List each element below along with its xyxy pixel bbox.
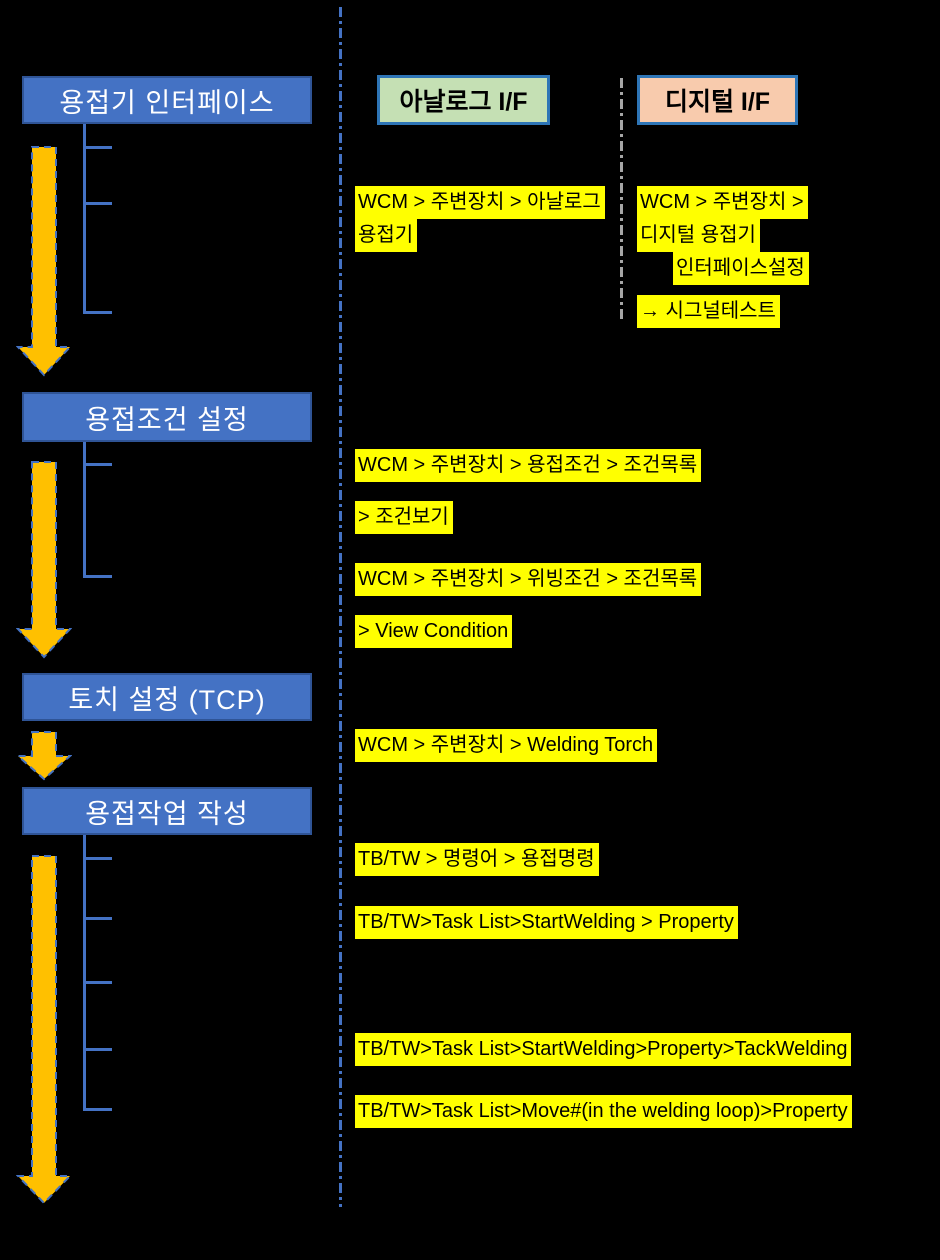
flow-arrow-down-icon [16,855,72,1205]
menu-path-start-welding-property: TB/TW>Task List>StartWelding > Property [355,906,738,939]
menu-path-welding-torch: WCM > 주변장치 > Welding Torch [355,729,658,762]
menu-path-line: TB/TW>Task List>Move#(in the welding loo… [355,1095,852,1128]
bracket-tick [83,463,112,466]
section-box-welding-condition: 용접조건 설정 [22,392,312,442]
bracket-tick [83,146,112,149]
menu-path-line: WCM > 주변장치 > 용접조건 > 조건목록 [355,449,702,482]
bracket-tick [83,311,112,314]
menu-path-line: TB/TW>Task List>StartWelding>Property>Ta… [355,1033,852,1066]
section-title: 용접작업 작성 [85,798,249,829]
column-header-label: 디지털 I/F [664,88,771,116]
menu-path-line: TB/TW > 명령어 > 용접명령 [355,843,599,876]
menu-path-line: > 조건보기 [355,501,453,534]
menu-path-weaving-condition-view: > View Condition [355,615,513,648]
flow-arrow-down-icon [16,461,72,659]
analog-digital-divider-line [620,78,623,322]
section-box-welder-interface: 용접기 인터페이스 [22,76,312,124]
section-box-welding-job: 용접작업 작성 [22,787,312,835]
bracket-tick [83,1108,112,1111]
menu-path-move-property: TB/TW>Task List>Move#(in the welding loo… [355,1095,852,1128]
menu-path-analog-interface: WCM > 주변장치 > 아날로그 용접기 [355,186,605,252]
menu-path-signal-test: → 시그널테스트 [637,295,780,328]
menu-path-line: 용접기 [355,219,418,252]
bracket-line-section1 [83,124,86,314]
bracket-tick [83,202,112,205]
column-header-digital-if: 디지털 I/F [637,75,798,125]
menu-path-line: WCM > 주변장치 > Welding Torch [355,729,658,762]
menu-path-welding-condition-view: > 조건보기 [355,501,453,534]
menu-path-line: 디지털 용접기 [637,219,760,252]
bracket-tick [83,857,112,860]
bracket-tick [83,981,112,984]
section-title: 용접조건 설정 [85,404,249,435]
bracket-line-section2 [83,442,86,578]
main-column-divider-line [339,7,342,1207]
section-title: 용접기 인터페이스 [59,87,275,118]
flow-arrow-down-icon [16,731,72,781]
section-box-torch-setting: 토치 설정 (TCP) [22,673,312,721]
menu-path-tack-welding: TB/TW>Task List>StartWelding>Property>Ta… [355,1033,852,1066]
bracket-line-section4 [83,835,86,1111]
section-title: 토치 설정 (TCP) [68,684,266,715]
flow-arrow-down-icon [16,146,72,377]
menu-path-line: WCM > 주변장치 > 아날로그 [355,186,605,219]
menu-path-line: > View Condition [355,615,513,648]
bracket-tick [83,1048,112,1051]
menu-path-weaving-condition-list: WCM > 주변장치 > 위빙조건 > 조건목록 [355,563,702,596]
bracket-tick [83,917,112,920]
column-header-label: 아날로그 I/F [399,88,528,116]
menu-path-line: → 시그널테스트 [637,295,780,328]
menu-path-welding-condition-list: WCM > 주변장치 > 용접조건 > 조건목록 [355,449,702,482]
menu-path-line: 인터페이스설정 [673,252,809,285]
menu-path-line: WCM > 주변장치 > [637,186,808,219]
menu-path-welding-command: TB/TW > 명령어 > 용접명령 [355,843,599,876]
menu-path-line: WCM > 주변장치 > 위빙조건 > 조건목록 [355,563,702,596]
column-header-analog-if: 아날로그 I/F [377,75,550,125]
menu-path-digital-interface: WCM > 주변장치 > 디지털 용접기 인터페이스설정 [637,186,809,285]
bracket-tick [83,575,112,578]
menu-path-line: TB/TW>Task List>StartWelding > Property [355,906,738,939]
